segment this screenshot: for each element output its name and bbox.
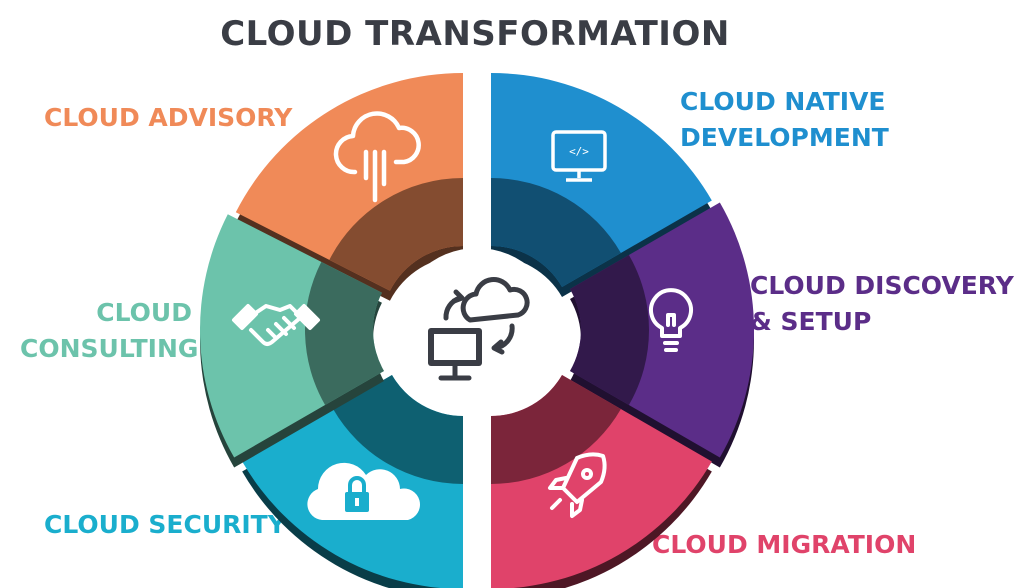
label-cloud-discovery-setup: CLOUD DISCOVERY & SETUP (750, 268, 1014, 340)
lightbulb-icon (649, 288, 693, 352)
label-line: CLOUD ADVISORY (44, 103, 293, 132)
code-monitor-icon: </> (551, 130, 607, 182)
label-cloud-security: CLOUD SECURITY (44, 507, 286, 543)
segments-layer (199, 73, 754, 588)
label-line: CLOUD (96, 298, 192, 327)
segment-inner-ring (491, 375, 621, 484)
cloud-lock-icon (307, 462, 420, 520)
segment-inner-ring (570, 255, 649, 405)
label-line: CLOUD MIGRATION (652, 530, 917, 559)
label-line: CLOUD SECURITY (44, 510, 286, 539)
segment-inner-ring (333, 375, 463, 484)
segment-consulting (199, 214, 384, 468)
label-line: & SETUP (750, 307, 872, 336)
rocket-icon (548, 452, 607, 518)
label-cloud-native-development: CLOUD NATIVE DEVELOPMENT (680, 84, 889, 156)
label-cloud-consulting: CLOUD CONSULTING (20, 295, 199, 367)
svg-text:</>: </> (569, 145, 589, 158)
segment-inner-ring (329, 178, 463, 291)
label-line: CONSULTING (20, 334, 199, 363)
cloud-rain-icon (333, 111, 421, 203)
label-line: CLOUD DISCOVERY (750, 271, 1014, 300)
segment-discovery (570, 202, 754, 468)
label-cloud-advisory: CLOUD ADVISORY (44, 100, 292, 136)
label-line: CLOUD NATIVE (680, 87, 886, 116)
segment-advisory (235, 73, 463, 301)
diagram-title: CLOUD TRANSFORMATION (220, 14, 730, 54)
label-cloud-migration: CLOUD MIGRATION (652, 527, 916, 563)
segment-inner-ring (491, 178, 621, 287)
segment-inner-ring (305, 261, 384, 405)
cloud-computer-sync-icon (428, 277, 530, 381)
handshake-icon (232, 304, 320, 346)
label-line: DEVELOPMENT (680, 123, 889, 152)
segment-native (491, 73, 712, 297)
